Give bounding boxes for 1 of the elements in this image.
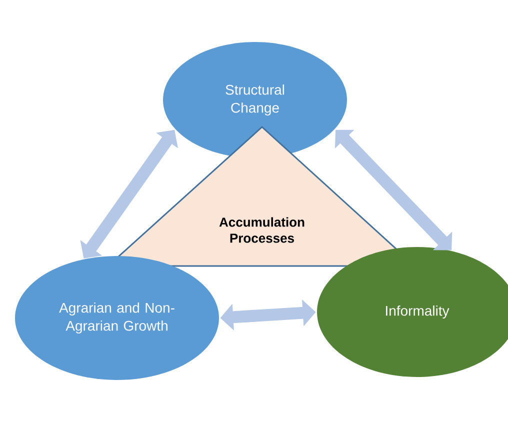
double-arrow <box>334 130 452 250</box>
